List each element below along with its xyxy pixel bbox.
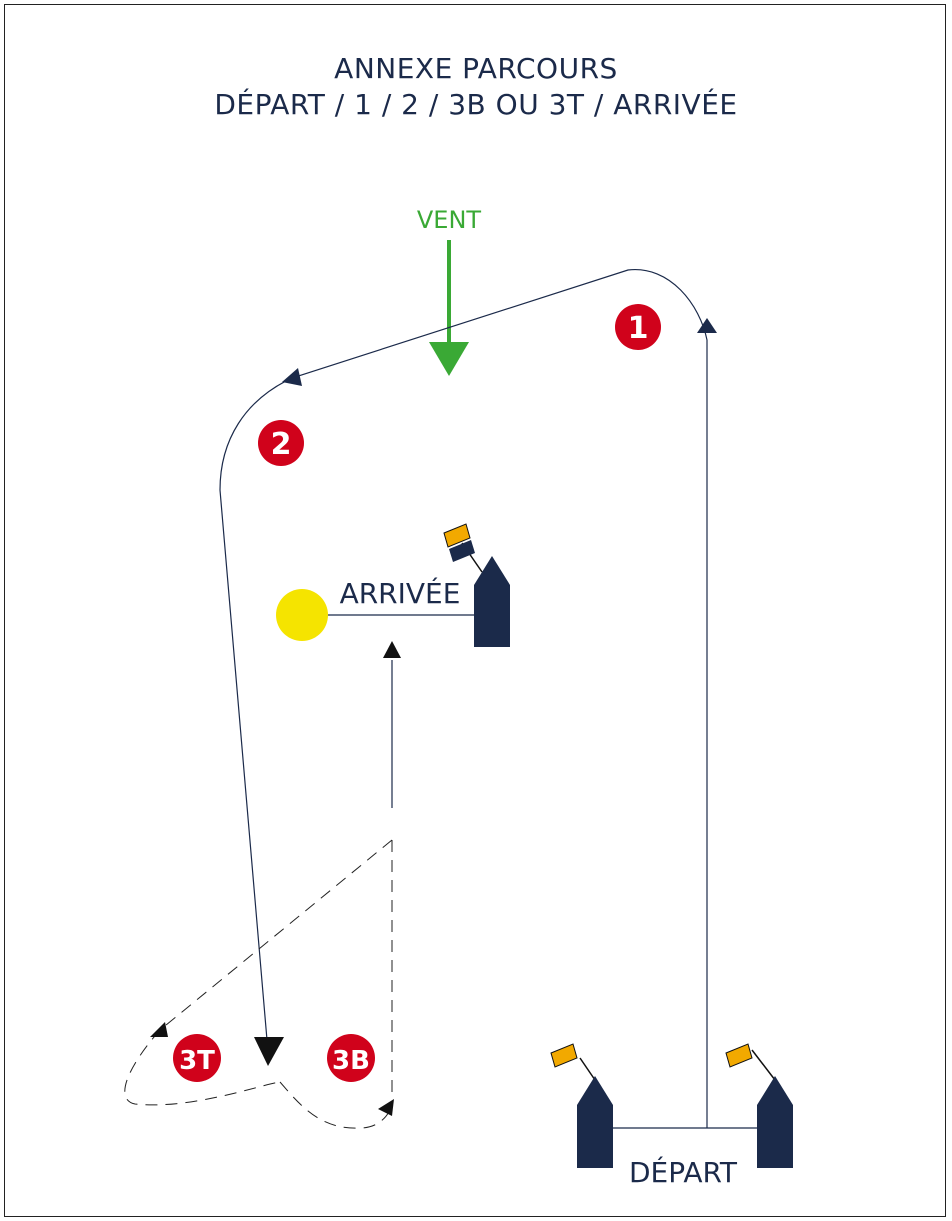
committee-boat-start-left-icon (550, 1043, 613, 1168)
mark-1: 1 (615, 304, 661, 350)
route-3t-dashed (124, 839, 393, 1106)
finish-label: ARRIVÉE (340, 576, 461, 610)
page-title: ANNEXE PARCOURS (334, 52, 618, 85)
route-3b-dashed (279, 840, 393, 1129)
arrow-up-icon (697, 318, 717, 333)
mark-2-label: 2 (271, 427, 292, 462)
mark-3t: 3T (173, 1034, 221, 1082)
arrow-right-icon (378, 1099, 394, 1116)
arrow-left-icon (150, 1022, 168, 1037)
mark-2: 2 (258, 420, 304, 466)
mark-3b: 3B (327, 1034, 375, 1082)
mark-1-label: 1 (628, 311, 649, 346)
finish-buoy-icon (276, 589, 328, 641)
course-line (219, 269, 708, 1128)
arrow-up-icon (383, 641, 401, 658)
committee-boat-start-right-icon (725, 1043, 793, 1168)
wind-label: VENT (417, 206, 482, 234)
start-label: DÉPART (629, 1155, 738, 1189)
page-subtitle: DÉPART / 1 / 2 / 3B OU 3T / ARRIVÉE (214, 88, 738, 121)
mark-3t-label: 3T (179, 1046, 215, 1076)
arrow-left-icon (282, 368, 302, 386)
mark-3b-label: 3B (332, 1046, 370, 1076)
page-frame (4, 4, 946, 1217)
arrow-down-icon (254, 1037, 284, 1066)
wind-arrow-icon (429, 240, 469, 376)
committee-boat-finish-icon (443, 523, 510, 647)
